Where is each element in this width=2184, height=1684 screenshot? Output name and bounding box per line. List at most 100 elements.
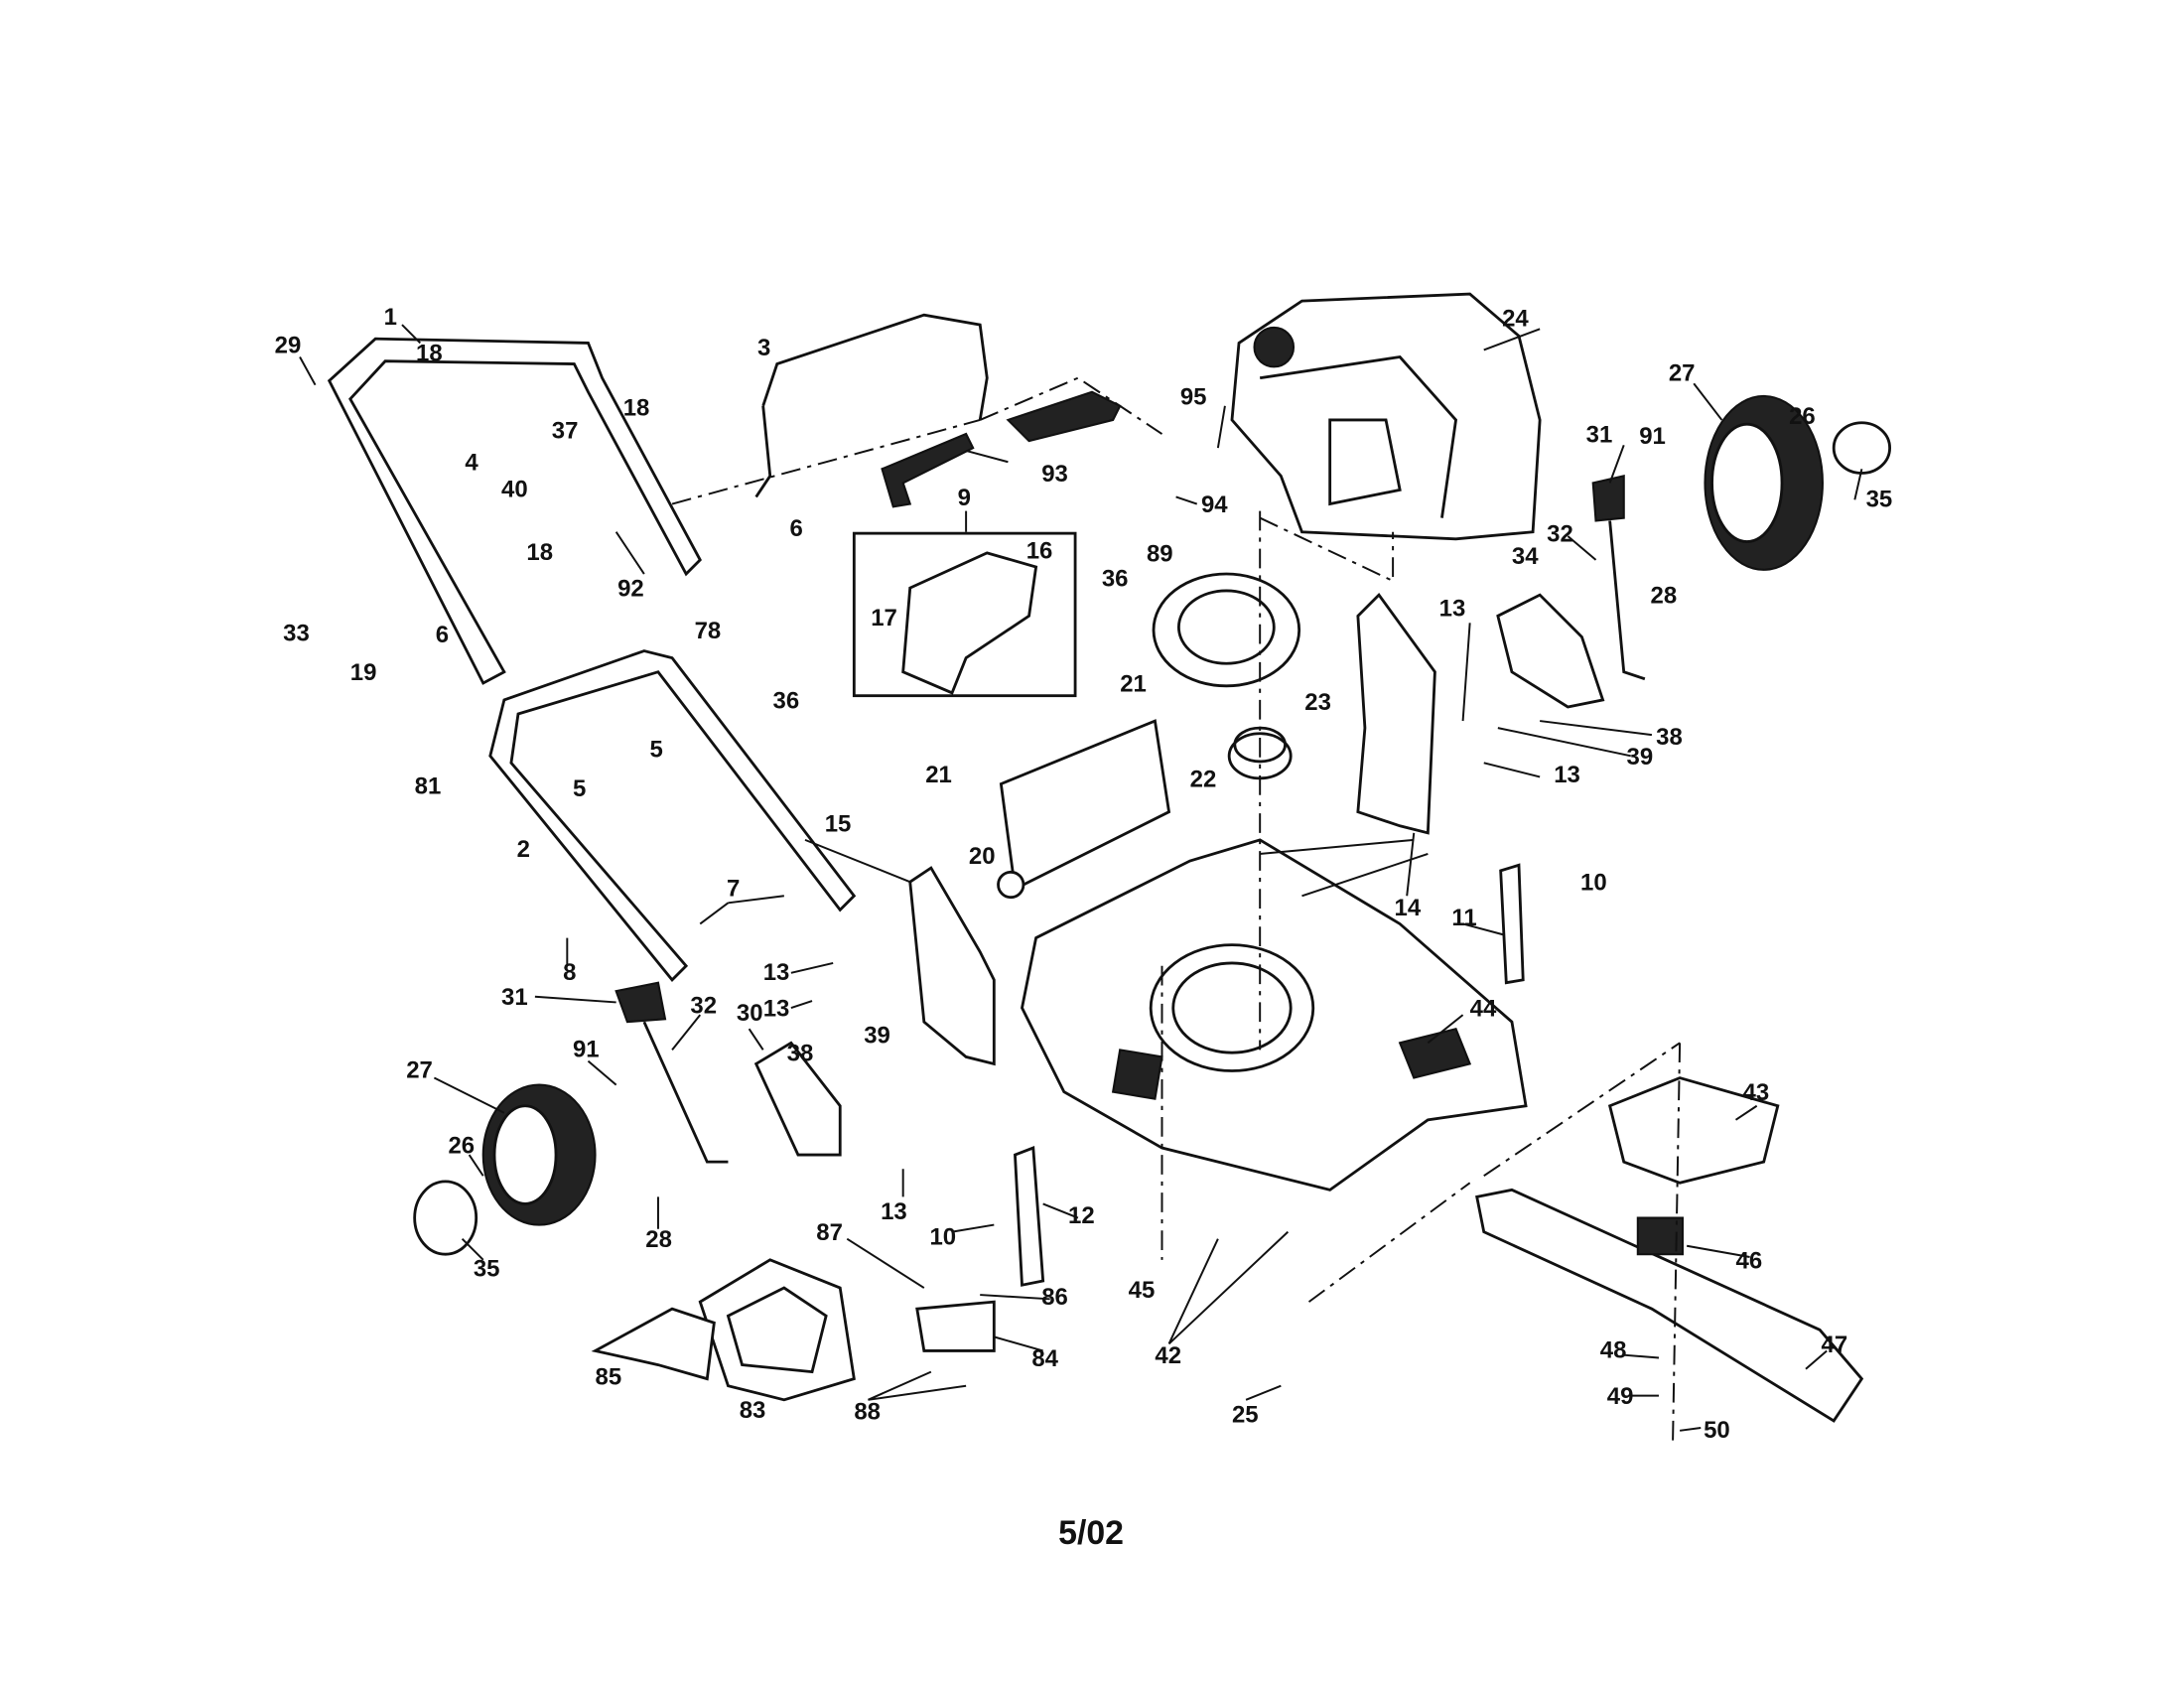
right-height-bracket bbox=[1356, 593, 1436, 835]
callout-88: 88 bbox=[854, 1399, 881, 1426]
callout-86: 86 bbox=[1041, 1284, 1068, 1311]
callout-89: 89 bbox=[1147, 540, 1173, 567]
revision-date: 5/02 bbox=[1058, 1514, 1124, 1552]
callout-81: 81 bbox=[415, 772, 442, 799]
callout-5: 5 bbox=[650, 737, 663, 764]
callout-91: 91 bbox=[1639, 423, 1666, 450]
rear-wheel bbox=[1704, 394, 1892, 571]
callout-13: 13 bbox=[881, 1198, 907, 1225]
callout-50: 50 bbox=[1704, 1417, 1730, 1444]
blade-adapter bbox=[1607, 1076, 1780, 1256]
callout-6: 6 bbox=[789, 515, 802, 542]
engine-gasket-ring bbox=[1152, 572, 1301, 688]
callout-40: 40 bbox=[501, 476, 528, 502]
callout-42: 42 bbox=[1155, 1342, 1181, 1369]
mower-deck bbox=[1021, 838, 1528, 1192]
callout-12: 12 bbox=[1068, 1202, 1095, 1229]
callout-37: 37 bbox=[552, 417, 579, 444]
callout-10: 10 bbox=[929, 1223, 956, 1250]
callout-36: 36 bbox=[1102, 566, 1129, 593]
callout-28: 28 bbox=[645, 1226, 672, 1253]
callout-13: 13 bbox=[1439, 595, 1466, 622]
callout-78: 78 bbox=[695, 618, 722, 644]
inset-box-rear-door bbox=[852, 531, 1077, 698]
callout-labels: 1 29 18 3 24 27 26 35 95 31 91 18 37 4 4… bbox=[275, 304, 1893, 1444]
callout-49: 49 bbox=[1607, 1383, 1634, 1410]
callout-5: 5 bbox=[573, 775, 586, 802]
callout-16: 16 bbox=[1026, 538, 1053, 565]
callout-13: 13 bbox=[763, 996, 790, 1023]
callout-23: 23 bbox=[1304, 689, 1331, 716]
callout-46: 46 bbox=[1736, 1247, 1763, 1274]
control-bar bbox=[671, 313, 1163, 505]
callout-29: 29 bbox=[275, 332, 302, 358]
callout-8: 8 bbox=[563, 959, 576, 986]
left-height-bracket bbox=[908, 866, 996, 1066]
callout-18: 18 bbox=[623, 395, 650, 422]
callout-45: 45 bbox=[1129, 1277, 1156, 1304]
callout-30: 30 bbox=[737, 1000, 763, 1027]
callout-85: 85 bbox=[596, 1363, 622, 1390]
callout-33: 33 bbox=[283, 621, 310, 647]
callout-47: 47 bbox=[1822, 1332, 1848, 1358]
lower-handle bbox=[488, 649, 857, 982]
callout-26: 26 bbox=[1789, 403, 1816, 430]
callout-28: 28 bbox=[1651, 583, 1678, 610]
callout-18: 18 bbox=[526, 539, 553, 566]
callout-1: 1 bbox=[384, 304, 397, 331]
callout-18: 18 bbox=[416, 341, 443, 367]
callout-4: 4 bbox=[465, 450, 478, 477]
callout-31: 31 bbox=[501, 984, 528, 1011]
callout-34: 34 bbox=[1512, 543, 1539, 570]
callout-27: 27 bbox=[1669, 359, 1696, 386]
callout-14: 14 bbox=[1395, 895, 1422, 921]
callout-17: 17 bbox=[871, 605, 897, 632]
callout-48: 48 bbox=[1600, 1337, 1627, 1364]
discharge-chute bbox=[591, 1258, 996, 1402]
callout-20: 20 bbox=[969, 843, 996, 870]
callout-26: 26 bbox=[448, 1133, 475, 1160]
callout-35: 35 bbox=[474, 1256, 500, 1283]
callout-32: 32 bbox=[690, 993, 717, 1020]
callout-27: 27 bbox=[406, 1057, 433, 1084]
callout-84: 84 bbox=[1031, 1345, 1058, 1372]
callout-2: 2 bbox=[517, 836, 530, 863]
callout-83: 83 bbox=[740, 1397, 766, 1424]
callout-39: 39 bbox=[864, 1022, 890, 1049]
callout-25: 25 bbox=[1232, 1401, 1259, 1428]
callout-94: 94 bbox=[1201, 491, 1228, 518]
upper-handle bbox=[327, 337, 702, 685]
assembly-lines bbox=[299, 324, 1863, 1443]
callout-15: 15 bbox=[825, 810, 852, 837]
callout-21: 21 bbox=[925, 762, 952, 788]
callout-7: 7 bbox=[727, 875, 740, 902]
callout-19: 19 bbox=[350, 659, 377, 686]
callout-13: 13 bbox=[763, 959, 790, 986]
callout-3: 3 bbox=[757, 335, 770, 361]
callout-44: 44 bbox=[1470, 996, 1497, 1023]
callout-38: 38 bbox=[787, 1041, 814, 1067]
callout-6: 6 bbox=[436, 622, 449, 648]
callout-22: 22 bbox=[1190, 766, 1217, 792]
rear-axle-bracket bbox=[753, 593, 1605, 1157]
handle-grips bbox=[881, 390, 1122, 508]
callout-13: 13 bbox=[1554, 762, 1580, 788]
callout-36: 36 bbox=[773, 687, 800, 714]
callout-43: 43 bbox=[1743, 1079, 1770, 1106]
callout-21: 21 bbox=[1120, 670, 1147, 697]
callout-11: 11 bbox=[1451, 905, 1476, 931]
callout-93: 93 bbox=[1041, 461, 1068, 488]
callout-38: 38 bbox=[1656, 724, 1683, 751]
callout-91: 91 bbox=[573, 1036, 600, 1062]
callout-31: 31 bbox=[1586, 421, 1613, 448]
height-levers bbox=[614, 475, 1646, 1164]
blade bbox=[1475, 1188, 1864, 1423]
hinge-rod bbox=[997, 719, 1171, 900]
callout-95: 95 bbox=[1180, 383, 1207, 410]
baffle-plates bbox=[1013, 863, 1525, 1287]
callout-32: 32 bbox=[1547, 521, 1573, 548]
callout-87: 87 bbox=[816, 1219, 843, 1246]
callout-10: 10 bbox=[1580, 870, 1607, 897]
callout-92: 92 bbox=[617, 576, 644, 603]
